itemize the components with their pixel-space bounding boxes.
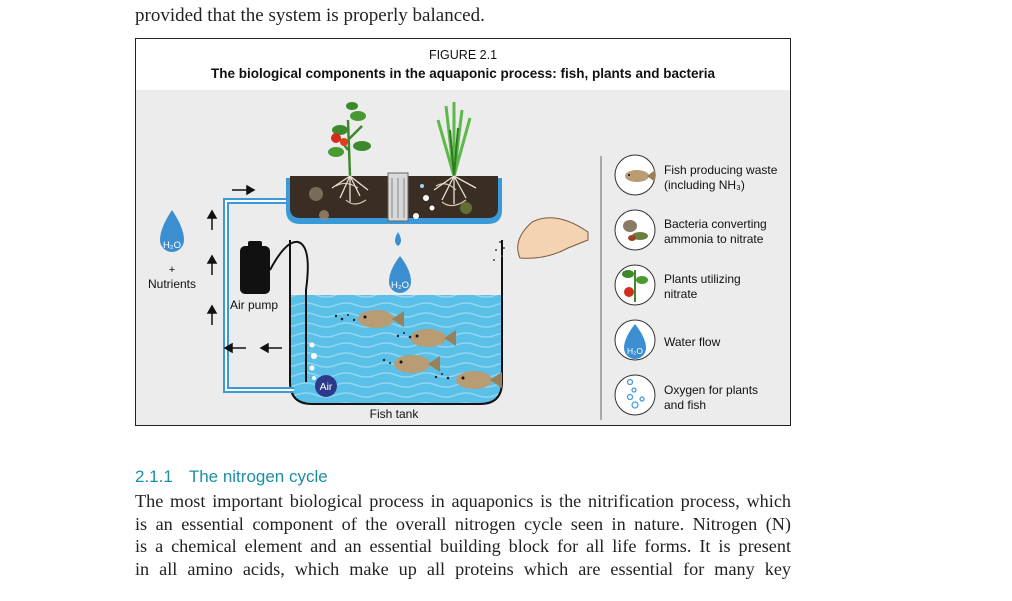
legend: Fish producing waste (including NH₃) Bac… — [614, 154, 778, 416]
fish-icon — [625, 170, 655, 182]
tomato-plant — [328, 102, 371, 202]
body-line: in all amino acids, which make up all pr… — [135, 558, 791, 579]
water-drop-tank — [389, 256, 411, 293]
body-line: The most important biological process in… — [135, 491, 791, 511]
legend-bacteria-line2: ammonia to nitrate — [664, 232, 764, 246]
legend-oxygen-line1: Oxygen for plants — [664, 383, 758, 397]
feeding-hand — [493, 217, 589, 261]
air-label: Air — [320, 381, 333, 393]
legend-plants-line1: Plants utilizing — [664, 272, 741, 286]
water-pipe — [223, 198, 298, 393]
water-drop-nutrients — [160, 210, 184, 252]
bell-siphon — [387, 172, 435, 246]
aquaponics-diagram: H₂O + Nutrients H₂O Air pump Air Fish ta… — [136, 90, 790, 425]
figure-number: FIGURE 2.1 — [428, 48, 498, 62]
nutrients-label: Nutrients — [148, 277, 196, 291]
air-pump — [240, 240, 337, 397]
body-line: is a chemical element and an essential b… — [135, 536, 791, 556]
h2o-label-tank: H₂O — [391, 280, 409, 291]
bacteria-icon — [623, 220, 648, 241]
figure-2-1: FIGURE 2.1 The biological components in … — [135, 38, 791, 426]
legend-fish-line1: Fish producing waste — [664, 163, 778, 177]
fish-tank-label: Fish tank — [370, 407, 420, 421]
flow-arrows — [206, 184, 282, 354]
figure-caption: The biological components in the aquapon… — [210, 66, 716, 81]
legend-bacteria-line1: Bacteria converting — [664, 217, 767, 231]
section-number: 2.1.1 — [135, 467, 173, 486]
section-title: The nitrogen cycle — [188, 467, 328, 486]
body-paragraph: The most important biological process in… — [135, 490, 791, 580]
legend-item-fish: Fish producing waste (including NH₃) — [614, 154, 778, 196]
legend-item-oxygen: Oxygen for plants and fish — [614, 374, 758, 416]
legend-h2o-label: H₂O — [627, 346, 643, 356]
legend-item-plants: Plants utilizing nitrate — [614, 264, 741, 306]
water-drop-icon — [624, 324, 646, 359]
legend-water-line1: Water flow — [664, 335, 721, 349]
oxygen-bubbles-icon — [626, 378, 645, 409]
legend-plants-line2: nitrate — [664, 287, 698, 301]
h2o-label-left: H₂O — [163, 240, 181, 251]
aquaponics-illustration: H₂O + Nutrients H₂O Air pump Air Fish ta… — [148, 102, 778, 421]
plant-icon — [622, 270, 648, 302]
legend-fish-line2: (including NH₃) — [664, 178, 745, 192]
section-heading: 2.1.1 The nitrogen cycle — [135, 467, 328, 487]
body-line: is an essential component of the overall… — [135, 513, 791, 534]
air-pump-label: Air pump — [230, 298, 278, 312]
legend-item-water: H₂O Water flow — [614, 319, 721, 361]
legend-oxygen-line2: and fish — [664, 398, 706, 412]
previous-paragraph-line: provided that the system is properly bal… — [135, 5, 485, 26]
plus-label: + — [169, 264, 175, 276]
fish-group — [334, 310, 502, 389]
leek-plant — [433, 102, 477, 204]
legend-item-bacteria: Bacteria converting ammonia to nitrate — [614, 209, 767, 251]
